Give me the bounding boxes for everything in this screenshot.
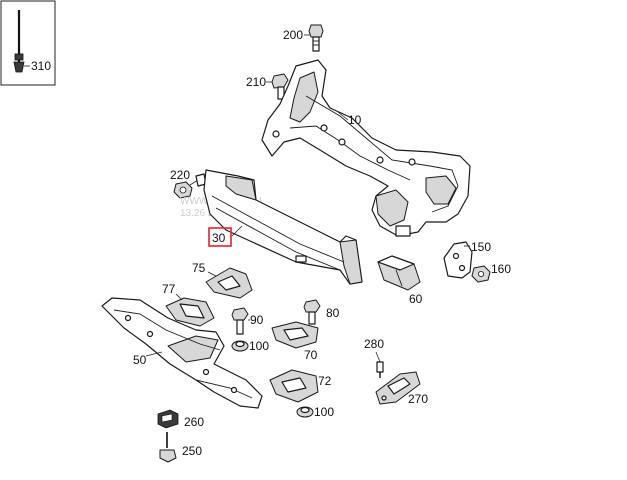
pin-310-drawing [13, 10, 30, 73]
bolt-210 [266, 73, 289, 100]
label-210: 210 [246, 75, 266, 89]
label-77: 77 [162, 282, 176, 296]
label-90: 90 [250, 313, 264, 327]
label-200: 200 [283, 28, 303, 42]
bolt-200 [304, 24, 324, 52]
bolt-90 [231, 307, 250, 335]
label-30[interactable]: 30 [212, 231, 226, 245]
screw-250 [159, 432, 177, 463]
label-72: 72 [318, 374, 332, 388]
label-60: 60 [409, 292, 423, 306]
label-250: 250 [182, 444, 202, 458]
nut-160 [471, 265, 491, 283]
bracket-270 [375, 371, 421, 405]
bumper-crossmember-30 [203, 169, 363, 285]
label-10: 10 [348, 113, 362, 127]
label-75: 75 [192, 261, 206, 275]
label-150: 150 [471, 240, 491, 254]
screw-280 [375, 351, 384, 378]
label-310: 310 [31, 59, 51, 73]
inset-box-310: 310 [0, 0, 56, 86]
bracket-72 [269, 369, 319, 403]
label-70: 70 [304, 348, 318, 362]
front-carrier-frame-10 [261, 59, 471, 237]
label-80: 80 [326, 306, 340, 320]
clip-100-upper [231, 340, 249, 352]
label-160: 160 [491, 262, 511, 276]
label-280: 280 [364, 337, 384, 351]
underride-guard-50 [101, 297, 263, 409]
label-220: 220 [170, 168, 190, 182]
label-100-upper: 100 [249, 339, 269, 353]
block-60 [377, 255, 421, 291]
bolt-80 [303, 299, 321, 325]
clip-100-lower [296, 406, 314, 418]
cover-77 [165, 293, 215, 327]
bracket-70 [271, 321, 319, 349]
label-270: 270 [408, 392, 428, 406]
highlight-box-30[interactable] [208, 227, 232, 247]
label-50: 50 [133, 353, 147, 367]
label-100-lower: 100 [314, 405, 334, 419]
cover-75 [205, 267, 253, 299]
bracket-150 [443, 241, 473, 279]
label-260: 260 [184, 415, 204, 429]
clip-260 [157, 409, 179, 429]
